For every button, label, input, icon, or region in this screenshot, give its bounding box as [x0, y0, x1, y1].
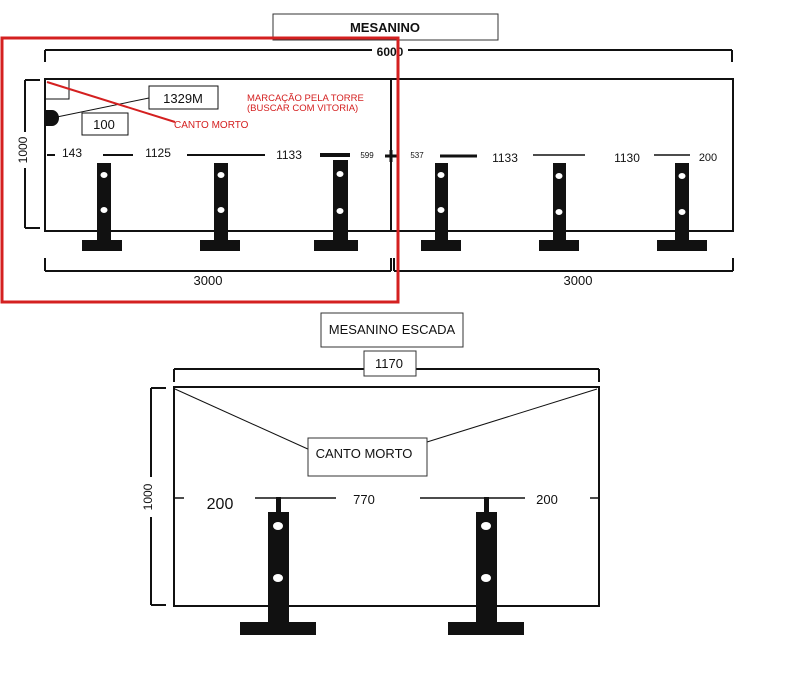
corner-detail [44, 78, 176, 126]
mesanino-outline [44, 78, 734, 232]
post [448, 497, 524, 635]
canto-line-right [426, 388, 598, 443]
dim-height-bottom-label: 1000 [141, 483, 155, 510]
dim-200-top: 200 [699, 152, 717, 164]
dim-3000-right: 3000 [564, 273, 593, 288]
dim-1125: 1125 [145, 146, 171, 160]
escada-dim-200-left: 200 [207, 496, 234, 513]
post [539, 163, 579, 251]
mesanino-title-box [272, 13, 499, 41]
escada-outline [173, 386, 600, 607]
dim-height-bottom-gap [138, 477, 162, 517]
dim-1133-right: 1133 [492, 151, 518, 165]
post [657, 163, 707, 251]
post [314, 160, 358, 251]
escada-title: MESANINO ESCADA [329, 322, 456, 337]
highlight-frame [0, 36, 400, 304]
canto-morto-box [307, 437, 428, 477]
note-line-2: (BUSCAR COM VITORIA) [247, 103, 358, 114]
post [421, 163, 461, 251]
beam-dim-lines [47, 150, 690, 162]
dim-height-top-label: 1000 [16, 136, 30, 163]
canto-morto-red: CANTO MORTO [174, 120, 249, 131]
box-1329m-label: 1329M [163, 91, 203, 106]
escada-dim-200-right: 200 [536, 492, 558, 507]
dim-1133-left: 1133 [276, 148, 302, 162]
dim-3000-lines [44, 258, 734, 272]
dim-537: 537 [410, 151, 424, 160]
box-100 [81, 112, 129, 136]
box-100-label: 100 [93, 117, 115, 132]
mesanino-title: MESANINO [350, 20, 420, 35]
dim-1130: 1130 [614, 151, 640, 165]
dim-3000-left: 3000 [194, 273, 223, 288]
post [82, 163, 122, 251]
post [240, 497, 316, 635]
canto-morto-label: CANTO MORTO [316, 446, 413, 461]
dim-6000-label: 6000 [377, 45, 404, 59]
dim-143: 143 [62, 146, 82, 160]
dim-1170-box [363, 350, 417, 377]
dim-1170-label: 1170 [375, 356, 403, 371]
canto-line-left [174, 388, 311, 451]
post [200, 163, 240, 251]
escada-dim-770: 770 [353, 492, 375, 507]
escada-title-box [320, 312, 464, 348]
note-line-1: MARCAÇÃO PELA TORRE [247, 93, 364, 104]
dim-height-top [15, 79, 40, 229]
box-1329m [148, 85, 219, 110]
dim-599: 599 [360, 151, 374, 160]
